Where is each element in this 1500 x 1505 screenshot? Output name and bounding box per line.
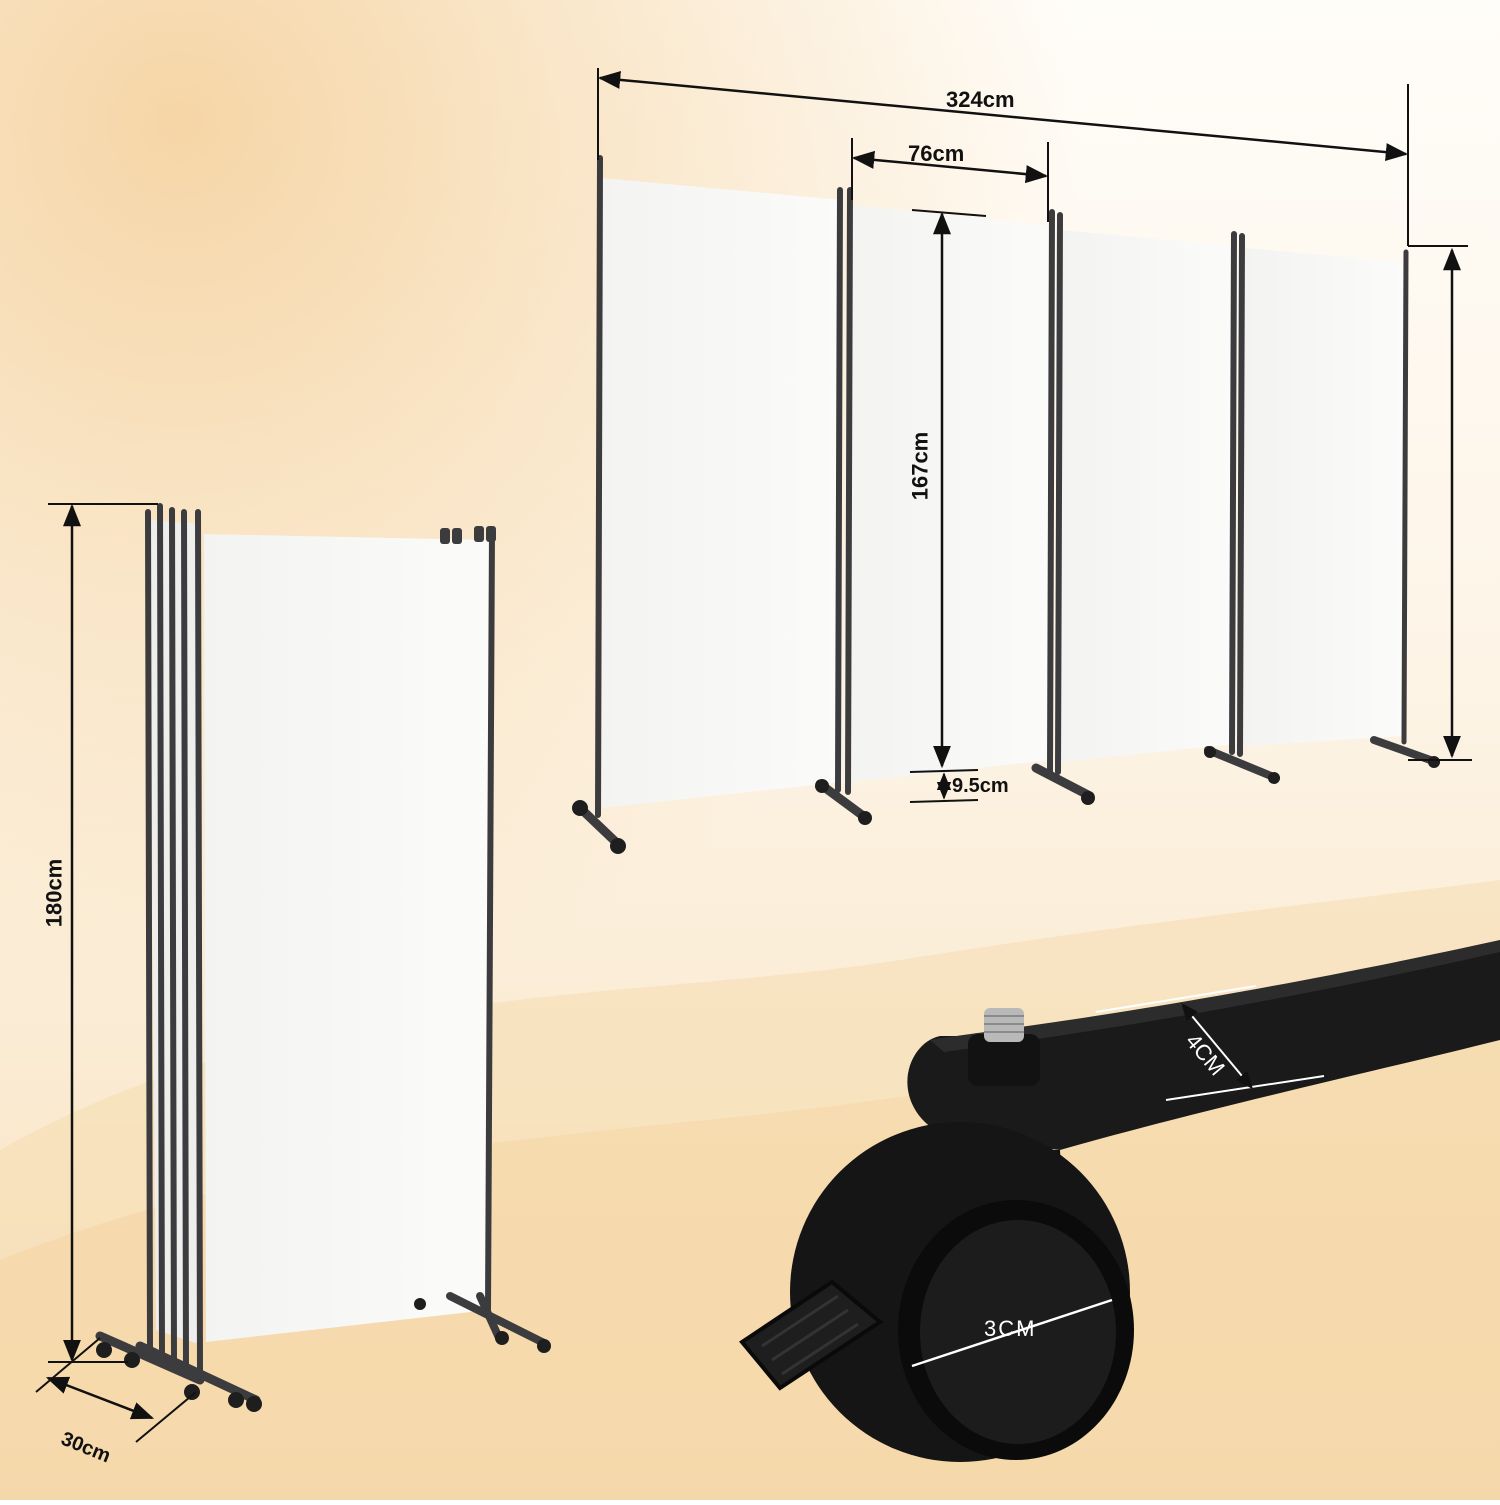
dimension-label-total-width: 324cm <box>946 87 1015 112</box>
frame-foot <box>135 1341 261 1405</box>
caster-wheel <box>1081 791 1095 805</box>
caster-wheel <box>537 1339 551 1353</box>
dimension-line <box>45 1376 155 1420</box>
frame-pole <box>595 155 603 818</box>
frame-foot <box>95 1331 205 1385</box>
pole-cap <box>486 526 496 542</box>
frame-pole <box>1229 231 1237 755</box>
pole-cap <box>452 528 462 544</box>
dimension-label-panel-width: 76cm <box>908 141 965 166</box>
folded-room-divider <box>35 503 551 1443</box>
dimension-line <box>909 799 979 803</box>
frame-pole <box>1047 209 1055 775</box>
dimension-line <box>1180 1002 1254 1090</box>
frame-foot <box>446 1292 550 1348</box>
dimension-line <box>597 70 1409 162</box>
dimension-line <box>911 1298 1113 1368</box>
caster-wheel <box>414 1298 426 1310</box>
frame-pole <box>181 509 189 1371</box>
extended-room-divider <box>572 68 1472 854</box>
base-bar-top <box>930 940 1500 1052</box>
frame-pole <box>1055 212 1063 775</box>
caster-wheel <box>815 779 829 793</box>
frame-pole <box>145 509 153 1353</box>
caster-wheel <box>495 1331 509 1345</box>
frame-foot <box>1031 763 1095 801</box>
caster-wheel <box>858 811 872 825</box>
frame-foot <box>1370 736 1440 766</box>
caster-wheel <box>228 1392 244 1408</box>
fabric-panel-1 <box>602 178 842 808</box>
caster-wheel <box>1428 756 1440 768</box>
caster-wheel <box>96 1342 112 1358</box>
frame-pole <box>169 507 177 1365</box>
dimension-line <box>1095 985 1257 1013</box>
caster-wheel <box>124 1352 140 1368</box>
frame-pole <box>195 509 203 1375</box>
dimension-label-total-height: 180cm <box>41 858 67 928</box>
caster-wheel <box>572 800 588 816</box>
dimension-label-ground-clearance: 9.5cm <box>952 775 1009 797</box>
dimension-line <box>851 150 1049 184</box>
caster-wheel <box>1204 746 1216 758</box>
fabric-panel-4 <box>1244 248 1404 746</box>
caster-closeup <box>739 940 1500 1462</box>
frame-pole <box>157 503 165 1359</box>
frame-pole <box>1401 249 1409 745</box>
pole-cap <box>474 526 484 542</box>
caster-wheel <box>184 1384 200 1400</box>
bolt-nut <box>968 1034 1040 1086</box>
caster-wheel <box>1268 772 1280 784</box>
caster-wheel <box>610 838 626 854</box>
dimension-label-wheel-diameter: 3CM <box>984 1316 1037 1341</box>
dimension-line <box>135 1391 197 1443</box>
fabric-panel-3 <box>1060 230 1236 762</box>
frame-foot <box>1204 746 1280 782</box>
frame-foot <box>476 1292 504 1344</box>
caster-wheel <box>246 1396 262 1412</box>
frame-pole <box>835 187 843 793</box>
dimension-label-panel-height: 167cm <box>907 431 933 501</box>
fabric-panel-front <box>204 534 490 1342</box>
frame-pole <box>485 527 495 1313</box>
dimension-line <box>909 769 979 773</box>
frame-pole <box>1237 233 1245 757</box>
pole-cap <box>440 528 450 544</box>
frame-pole <box>845 187 853 795</box>
fabric-panel-2 <box>852 205 1050 782</box>
